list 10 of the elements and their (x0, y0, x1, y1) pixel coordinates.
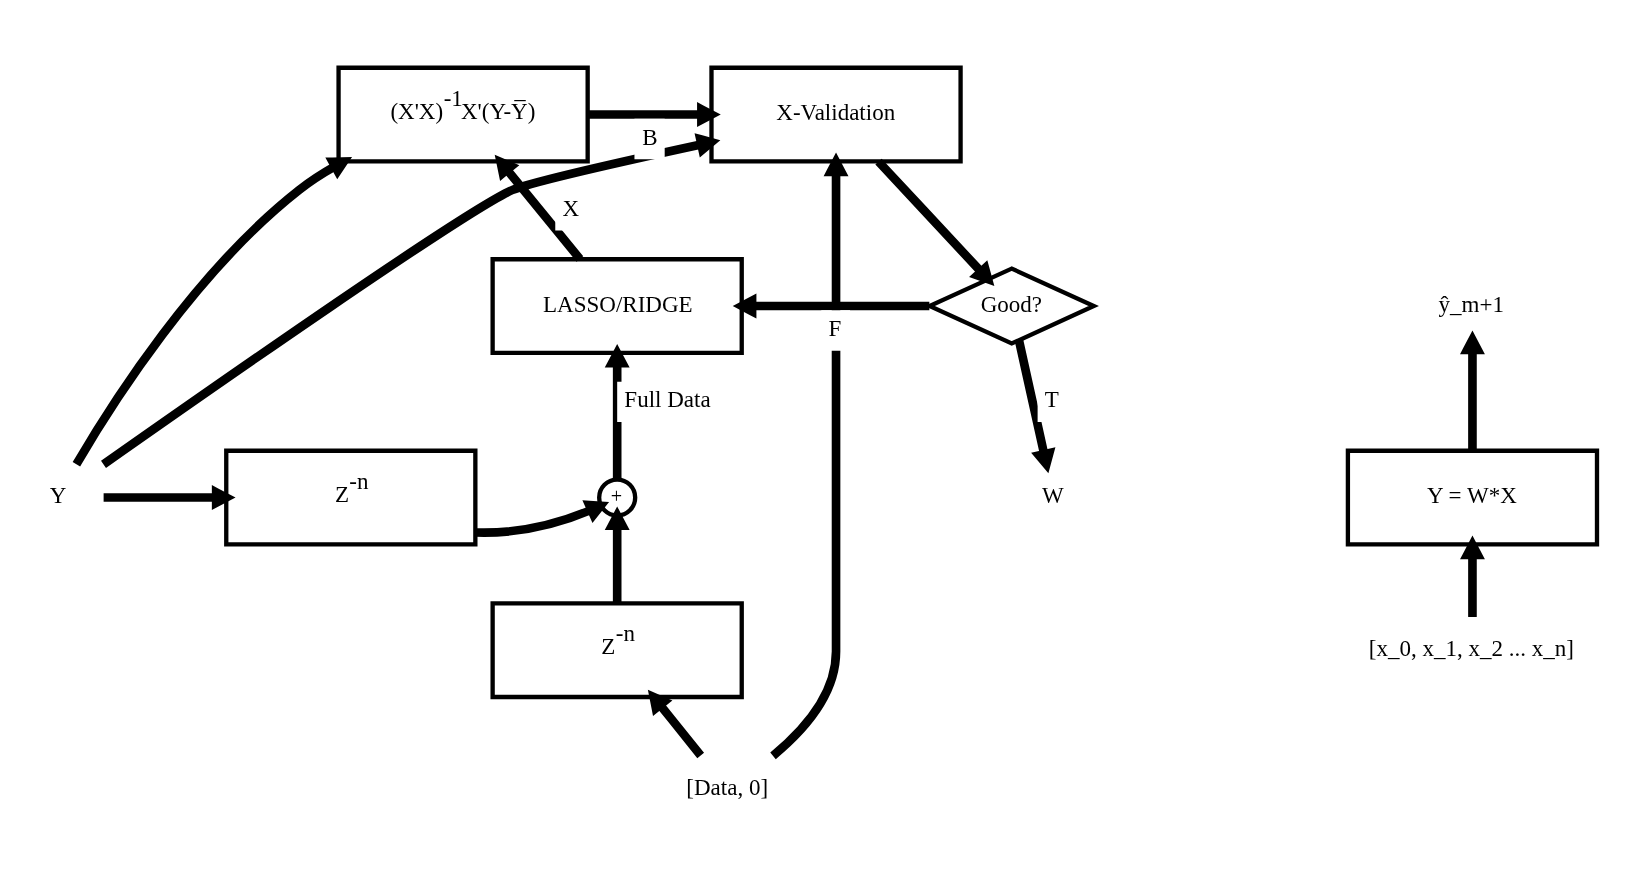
edge-label: B (642, 123, 658, 150)
node-text: [x_0, x_1, x_2 ... x_n] (1368, 634, 1574, 661)
edge-label: T (1044, 386, 1059, 413)
node-text: Y (49, 482, 67, 509)
node-text: [Data, 0] (686, 773, 769, 800)
edge-label: F (828, 315, 842, 341)
edge-label: Full Data (624, 386, 711, 413)
node-text: W (1041, 482, 1064, 509)
node-text: ŷ_m+1 (1438, 290, 1505, 317)
edge-label: X (562, 194, 580, 221)
